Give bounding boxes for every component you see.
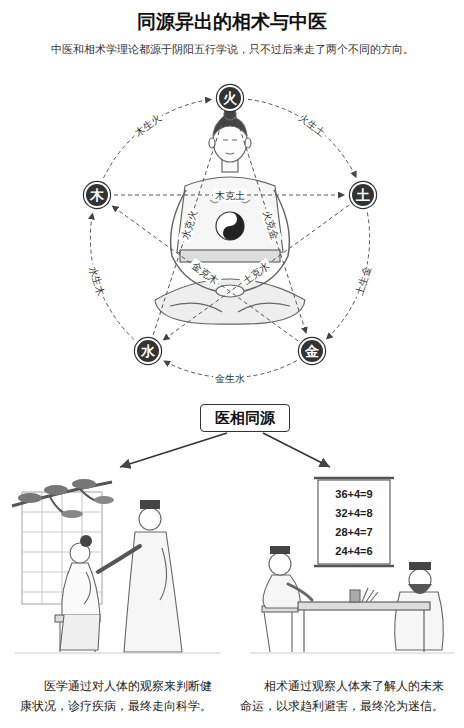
source-box: 医相同源 — [200, 404, 290, 432]
title: 同源异出的相术与中医 — [0, 8, 464, 34]
scroll-text: 36+4=9 — [320, 486, 388, 502]
scroll-text: 28+4=7 — [320, 524, 388, 540]
controlling-arrow — [235, 114, 306, 334]
element-name: 木 — [90, 188, 104, 202]
edge-label: 火克金 — [260, 206, 283, 242]
scroll-text: 24+4=6 — [320, 543, 388, 559]
subtitle: 中医和相术学理论都源于阴阳五行学说，只不过后来走了两个不同的方向。 — [12, 42, 452, 58]
caption-panel: 医学通过对人体的观察来判断健康状况，诊疗疾病，最终走向科学。 — [8, 468, 230, 722]
element-name: 金 — [305, 344, 319, 358]
edge-label: 金生水 — [213, 371, 247, 384]
edge-label: 水生木 — [86, 263, 109, 299]
edge-label: 木克土 — [213, 189, 247, 202]
generating-arrow — [248, 99, 357, 178]
element-circle: 土 — [350, 182, 376, 208]
element-name: 土 — [356, 188, 370, 202]
controlling-arrow — [163, 205, 350, 340]
element-circle: 金 — [299, 338, 325, 364]
element-name: 水 — [141, 344, 155, 358]
controlling-arrow — [112, 206, 299, 341]
doctor-scene — [12, 479, 220, 653]
caption-text: 医学通过对人体的观察来判断健康状况，诊疗疾病，最终走向科学。 — [20, 676, 218, 716]
edge-label: 金克木 — [187, 258, 222, 288]
scroll-text: 32+4=8 — [320, 505, 388, 521]
branch-arrow — [120, 433, 227, 467]
edge-label: 土克水 — [238, 258, 273, 288]
caption-text: 相术通过观察人体来了解人的未来命运，以求趋利避害，最终沦为迷信。 — [240, 676, 452, 716]
edge-label: 土生金 — [351, 263, 374, 299]
element-circle: 木 — [84, 182, 110, 208]
element-circle: 水 — [135, 338, 161, 364]
generating-arrow — [104, 99, 213, 178]
edge-label: 木生火 — [130, 110, 165, 141]
caption-panel: 相术通过观察人体来了解人的未来命运，以求趋利避害，最终沦为迷信。 — [234, 468, 458, 722]
controlling-arrow — [153, 115, 224, 335]
branch-arrow — [263, 433, 330, 467]
fortune-scene — [250, 478, 455, 653]
edge-label: 火生土 — [295, 110, 330, 141]
edge-label: 水克火 — [178, 206, 201, 242]
box-title: 医相同源 — [215, 408, 275, 428]
element-name: 火 — [223, 91, 237, 105]
element-circle: 火 — [217, 85, 243, 111]
